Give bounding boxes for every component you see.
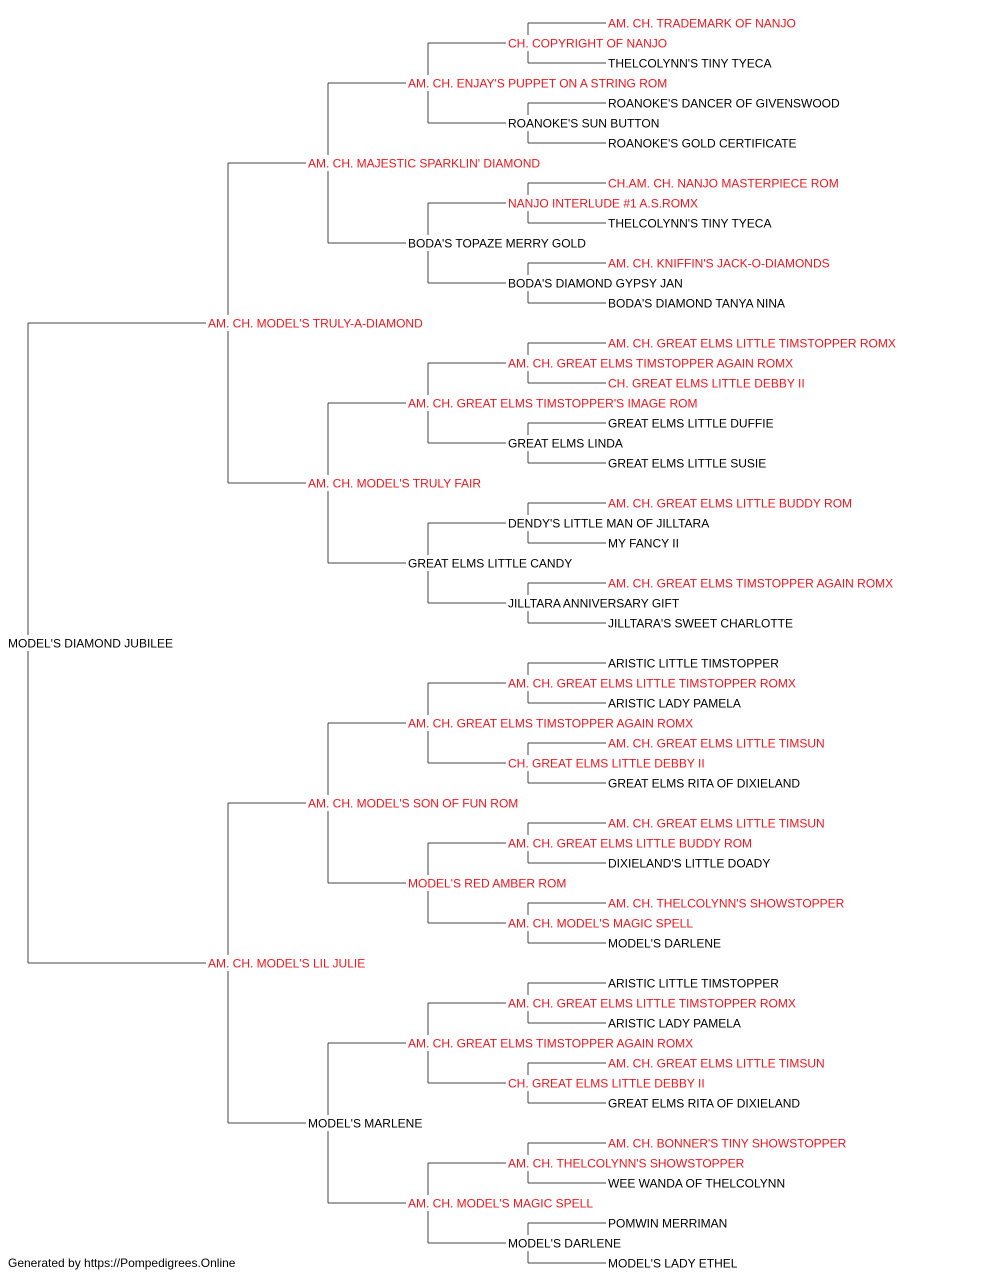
dog-name: GREAT ELMS LITTLE CANDY: [408, 557, 572, 571]
dog-name: MODEL'S DARLENE: [608, 937, 721, 951]
dog-name: BODA'S DIAMOND TANYA NINA: [608, 297, 785, 311]
dog-name: ARISTIC LITTLE TIMSTOPPER: [608, 657, 779, 671]
champion-dog-name: AM. CH. GREAT ELMS TIMSTOPPER AGAIN ROMX: [408, 1037, 693, 1051]
champion-dog-name: AM. CH. GREAT ELMS LITTLE TIMSUN: [608, 817, 825, 831]
dog-name: GREAT ELMS LITTLE DUFFIE: [608, 417, 774, 431]
champion-dog-name: AM. CH. THELCOLYNN'S SHOWSTOPPER: [508, 1157, 745, 1171]
dog-name: ROANOKE'S GOLD CERTIFICATE: [608, 137, 797, 151]
champion-dog-name: CH.AM. CH. NANJO MASTERPIECE ROM: [608, 177, 839, 191]
champion-dog-name: NANJO INTERLUDE #1 A.S.ROMX: [508, 197, 698, 211]
champion-dog-name: AM. CH. GREAT ELMS LITTLE TIMSUN: [608, 737, 825, 751]
dog-name: BODA'S DIAMOND GYPSY JAN: [508, 277, 683, 291]
champion-dog-name: AM. CH. MODEL'S MAGIC SPELL: [408, 1197, 593, 1211]
dog-name: MODEL'S DIAMOND JUBILEE: [8, 637, 173, 651]
champion-dog-name: AM. CH. MAJESTIC SPARKLIN' DIAMOND: [308, 157, 540, 171]
dog-name: THELCOLYNN'S TINY TYECA: [608, 217, 771, 231]
champion-dog-name: AM. CH. BONNER'S TINY SHOWSTOPPER: [608, 1137, 847, 1151]
champion-dog-name: CH. GREAT ELMS LITTLE DEBBY II: [508, 757, 705, 771]
champion-dog-name: AM. CH. MODEL'S TRULY-A-DIAMOND: [208, 317, 423, 331]
dog-name: MY FANCY II: [608, 537, 679, 551]
champion-dog-name: CH. GREAT ELMS LITTLE DEBBY II: [608, 377, 805, 391]
dog-name: DIXIELAND'S LITTLE DOADY: [608, 857, 770, 871]
dog-name: JILLTARA ANNIVERSARY GIFT: [508, 597, 680, 611]
champion-dog-name: AM. CH. KNIFFIN'S JACK-O-DIAMONDS: [608, 257, 830, 271]
champion-dog-name: AM. CH. GREAT ELMS LITTLE BUDDY ROM: [508, 837, 752, 851]
dog-name: ROANOKE'S SUN BUTTON: [508, 117, 659, 131]
dog-name: ARISTIC LITTLE TIMSTOPPER: [608, 977, 779, 991]
dog-name: DENDY'S LITTLE MAN OF JILLTARA: [508, 517, 709, 531]
champion-dog-name: CH. COPYRIGHT OF NANJO: [508, 37, 667, 51]
champion-dog-name: AM. CH. GREAT ELMS TIMSTOPPER AGAIN ROMX: [408, 717, 693, 731]
generated-by-footer: Generated by https://Pompedigrees.Online: [8, 1256, 236, 1270]
dog-name: MODEL'S MARLENE: [308, 1117, 422, 1131]
dog-name: MODEL'S LADY ETHEL: [608, 1257, 738, 1271]
dog-name: THELCOLYNN'S TINY TYECA: [608, 57, 771, 71]
champion-dog-name: CH. GREAT ELMS LITTLE DEBBY II: [508, 1077, 705, 1091]
dog-name: MODEL'S DARLENE: [508, 1237, 621, 1251]
champion-dog-name: AM. CH. MODEL'S TRULY FAIR: [308, 477, 481, 491]
champion-dog-name: AM. CH. GREAT ELMS LITTLE BUDDY ROM: [608, 497, 852, 511]
champion-dog-name: AM. CH. GREAT ELMS LITTLE TIMSTOPPER ROM…: [508, 677, 796, 691]
champion-dog-name: AM. CH. MODEL'S MAGIC SPELL: [508, 917, 693, 931]
dog-name: GREAT ELMS RITA OF DIXIELAND: [608, 1097, 800, 1111]
dog-name: WEE WANDA OF THELCOLYNN: [608, 1177, 785, 1191]
champion-dog-name: AM. CH. MODEL'S LIL JULIE: [208, 957, 365, 971]
champion-dog-name: AM. CH. TRADEMARK OF NANJO: [608, 17, 796, 31]
champion-dog-name: AM. CH. ENJAY'S PUPPET ON A STRING ROM: [408, 77, 667, 91]
champion-dog-name: AM. CH. GREAT ELMS TIMSTOPPER'S IMAGE RO…: [408, 397, 697, 411]
dog-name: ARISTIC LADY PAMELA: [608, 1017, 741, 1031]
champion-dog-name: AM. CH. GREAT ELMS LITTLE TIMSUN: [608, 1057, 825, 1071]
champion-dog-name: AM. CH. GREAT ELMS TIMSTOPPER AGAIN ROMX: [608, 577, 893, 591]
dog-name: GREAT ELMS LINDA: [508, 437, 623, 451]
champion-dog-name: AM. CH. GREAT ELMS LITTLE TIMSTOPPER ROM…: [608, 337, 896, 351]
champion-dog-name: AM. CH. GREAT ELMS TIMSTOPPER AGAIN ROMX: [508, 357, 793, 371]
dog-name: ROANOKE'S DANCER OF GIVENSWOOD: [608, 97, 840, 111]
dog-name: GREAT ELMS RITA OF DIXIELAND: [608, 777, 800, 791]
champion-dog-name: AM. CH. MODEL'S SON OF FUN ROM: [308, 797, 518, 811]
champion-dog-name: AM. CH. GREAT ELMS LITTLE TIMSTOPPER ROM…: [508, 997, 796, 1011]
dog-name: JILLTARA'S SWEET CHARLOTTE: [608, 617, 793, 631]
dog-name: BODA'S TOPAZE MERRY GOLD: [408, 237, 586, 251]
dog-name: ARISTIC LADY PAMELA: [608, 697, 741, 711]
champion-dog-name: AM. CH. THELCOLYNN'S SHOWSTOPPER: [608, 897, 845, 911]
champion-dog-name: MODEL'S RED AMBER ROM: [408, 877, 566, 891]
dog-name: GREAT ELMS LITTLE SUSIE: [608, 457, 766, 471]
dog-name: POMWIN MERRIMAN: [608, 1217, 727, 1231]
